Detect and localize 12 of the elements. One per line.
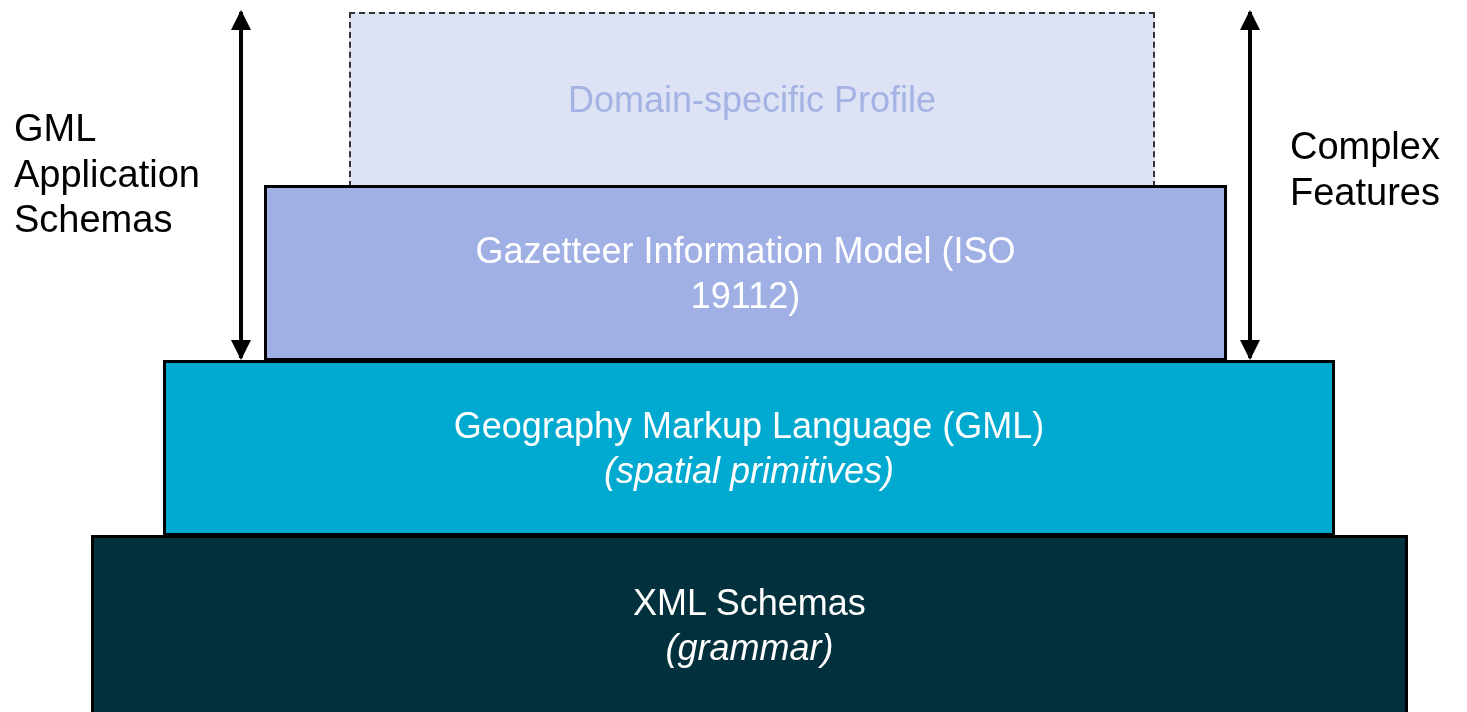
- schema-layer: [91, 535, 1408, 712]
- layer-title: Geography Markup Language (GML): [453, 404, 1045, 448]
- model-layer: [264, 185, 1227, 361]
- layer-title: XML Schemas: [633, 581, 866, 625]
- profile-layer: [349, 12, 1155, 187]
- side-label: GML Application Schemas: [14, 106, 201, 243]
- layer-subtitle: (spatial primitives): [603, 449, 895, 493]
- side-label: Complex Features: [1290, 124, 1441, 215]
- layer-title: Gazetteer Information Model (ISO 19112): [474, 229, 1017, 318]
- layer-title: Domain-specific Profile: [567, 78, 937, 122]
- language-layer: [163, 360, 1335, 536]
- layer-subtitle: (grammar): [665, 626, 834, 670]
